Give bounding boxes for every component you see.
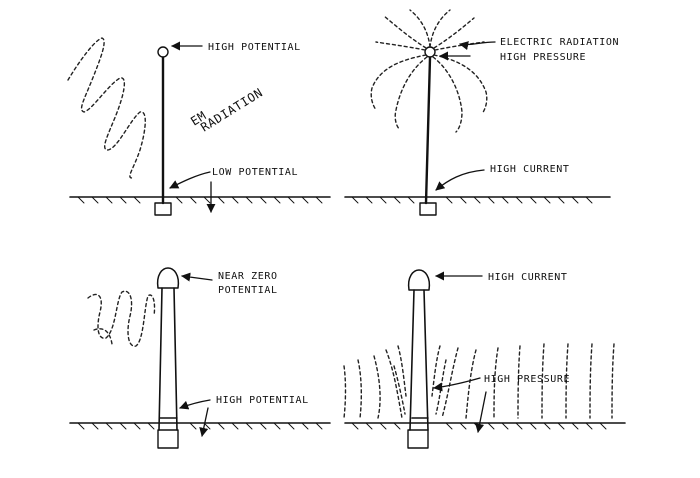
- panel-bottom-left: NEAR ZERO POTENTIAL HIGH POTENTIAL: [69, 267, 331, 449]
- ground-line: [344, 422, 626, 430]
- label-potential: POTENTIAL: [218, 285, 278, 296]
- label-low-potential: LOW POTENTIAL: [212, 167, 298, 178]
- antenna-mast: [409, 289, 429, 431]
- label-high-potential: HIGH POTENTIAL: [208, 42, 301, 53]
- label-radiation: RADIATION: [198, 85, 265, 134]
- arrow-electric-radiation: [459, 41, 496, 51]
- ground-line: [69, 196, 331, 204]
- arrow-high-pressure: [433, 377, 481, 392]
- panel-top-left: HIGH POTENTIAL EM RADIATION LOW POTENTIA…: [67, 37, 331, 216]
- antenna-top-ball: [424, 46, 436, 58]
- label-high-current-bottom: HIGH CURRENT: [488, 272, 567, 283]
- label-high-pressure-bottom: HIGH PRESSURE: [484, 374, 570, 385]
- em-radiation-wave: [67, 37, 146, 179]
- antenna-top-hat: [156, 267, 180, 289]
- arrow-ground-down: [475, 391, 487, 433]
- panel-top-right: ELECTRIC RADIATION HIGH PRESSURE HIGH CU…: [344, 9, 619, 216]
- ground-field-lines: [343, 343, 615, 419]
- arrow-low-potential: [169, 171, 211, 189]
- panel-bottom-right: HIGH CURRENT HIGH PRESSURE: [343, 269, 626, 449]
- antenna-base: [419, 202, 437, 216]
- antenna-mast: [424, 56, 432, 205]
- label-high-current: HIGH CURRENT: [490, 164, 569, 175]
- label-electric-radiation: ELECTRIC RADIATION: [500, 37, 619, 48]
- antenna-base: [157, 429, 179, 449]
- antenna-top-ball: [157, 46, 169, 58]
- antenna-base: [154, 202, 172, 216]
- antenna-mast: [158, 287, 178, 431]
- arrow-near-zero: [181, 272, 213, 282]
- arrow-ground-down: [199, 407, 209, 437]
- antenna-base: [407, 429, 429, 449]
- antenna-top-hat: [407, 269, 431, 291]
- label-near-zero: NEAR ZERO: [218, 271, 278, 282]
- ground-line: [344, 196, 611, 204]
- arrow-high-current: [435, 169, 485, 191]
- label-high-pressure: HIGH PRESSURE: [500, 52, 586, 63]
- ground-line: [69, 422, 331, 430]
- arrow-high-potential-bottom: [179, 399, 211, 410]
- label-high-potential-bottom: HIGH POTENTIAL: [216, 395, 309, 406]
- em-radiation-wave: [87, 290, 156, 347]
